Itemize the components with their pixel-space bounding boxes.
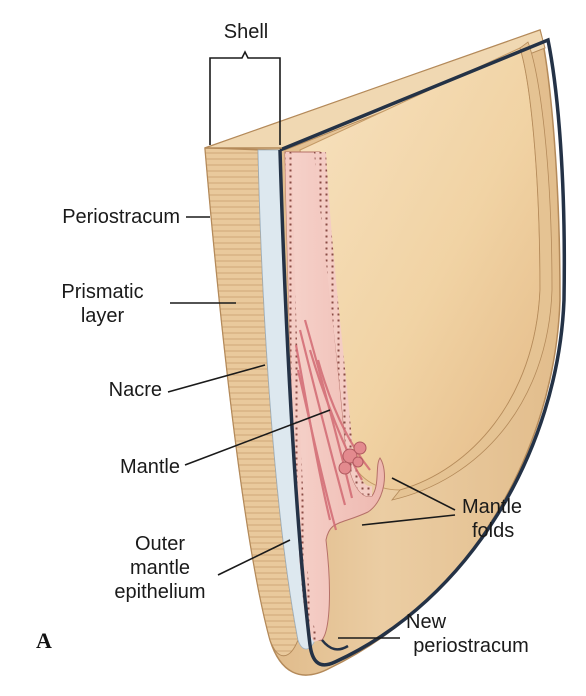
label-new-periostracum: New periostracum bbox=[396, 610, 546, 658]
label-folds-line-1: Mantle bbox=[462, 496, 523, 518]
label-shell: Shell bbox=[223, 21, 269, 43]
outer-epithelium-strip bbox=[285, 152, 320, 642]
label-mantle: Mantle bbox=[119, 456, 180, 478]
label-mantle-folds: Mantle folds bbox=[462, 495, 562, 543]
label-outer-mantle-epithelium: Outer mantle epithelium bbox=[100, 532, 220, 604]
mantle-fold-lobes bbox=[338, 441, 367, 475]
shell-rim-top bbox=[204, 29, 546, 151]
mantle-folds-leader-2 bbox=[361, 514, 456, 526]
shell-bracket bbox=[209, 50, 281, 145]
label-periostracum: Periostracum bbox=[62, 206, 180, 228]
label-new-line-1: New bbox=[406, 611, 447, 633]
label-outer-line-2: mantle bbox=[129, 557, 191, 579]
label-new-line-2: periostracum bbox=[413, 635, 529, 657]
label-leader-lines bbox=[167, 50, 456, 639]
label-prismatic-layer: Prismatic layer bbox=[40, 280, 165, 328]
label-prismatic-line-1: Prismatic bbox=[61, 281, 144, 303]
label-nacre: Nacre bbox=[108, 379, 162, 401]
label-folds-line-2: folds bbox=[472, 520, 515, 542]
outer-epithelium-leader bbox=[217, 539, 291, 576]
mantle-folds-leader-1 bbox=[391, 477, 456, 511]
label-prismatic-line-2: layer bbox=[80, 305, 125, 327]
label-outer-line-1: Outer bbox=[134, 533, 186, 555]
periostracum-line bbox=[278, 37, 567, 667]
mantle-epithelium bbox=[314, 152, 372, 497]
label-outer-line-3: epithelium bbox=[114, 581, 206, 603]
nacre-leader bbox=[167, 364, 266, 393]
interior-rim-ridge bbox=[390, 41, 553, 501]
mantle-leader bbox=[184, 409, 331, 466]
panel-letter: A bbox=[36, 628, 52, 653]
new-periostracum-line bbox=[321, 639, 349, 651]
